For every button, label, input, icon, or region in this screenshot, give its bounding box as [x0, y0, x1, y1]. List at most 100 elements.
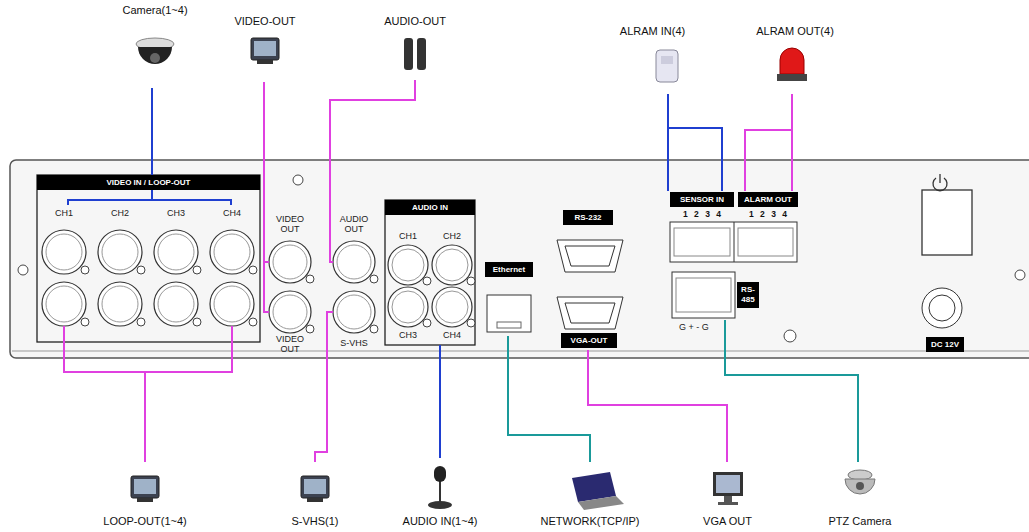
- microphone-icon: [428, 466, 452, 509]
- device-icon: PTZ Camera: [805, 462, 915, 530]
- laptop-icon: [578, 496, 624, 510]
- jack-label: S-VHS: [334, 338, 374, 349]
- cable: [508, 336, 590, 462]
- bnc-jack: [137, 266, 145, 274]
- bnc-jack: [436, 291, 468, 323]
- bnc-jack: [102, 234, 138, 270]
- bnc-jack: [46, 286, 82, 322]
- beacon-icon: [780, 48, 804, 74]
- terminal-block: [734, 222, 735, 262]
- bnc-jack: [370, 275, 378, 283]
- bnc-jack: [306, 325, 314, 333]
- cable: [588, 350, 727, 462]
- screw-hole: [293, 175, 303, 185]
- channel-label: CH4: [214, 208, 250, 219]
- bnc-jack: [158, 234, 194, 270]
- bnc-jack: [42, 230, 86, 274]
- bnc-jack: [467, 319, 475, 327]
- device-icon: LOOP-OUT(1~4): [90, 462, 200, 530]
- rear-panel: [10, 160, 1029, 358]
- terminal-block: [738, 228, 793, 256]
- cable: [151, 88, 153, 175]
- bnc-jack: [388, 287, 428, 327]
- channel-label: CH2: [102, 208, 138, 219]
- dsub-port: [557, 240, 623, 272]
- bnc-jack: [273, 295, 307, 329]
- microphone-icon: [434, 466, 446, 482]
- device-label: NETWORK(TCP/IP): [530, 514, 650, 528]
- cable: [668, 94, 722, 191]
- wire: [63, 326, 65, 342]
- channel-label: CH4: [438, 330, 466, 341]
- beacon-icon: [777, 48, 807, 81]
- device-label: PTZ Camera: [805, 514, 915, 528]
- port-section: VIDEO IN / LOOP-OUTCH1CH2CH3CH4: [37, 175, 260, 342]
- port-section: RS-232: [553, 206, 627, 276]
- ethernet-port: [497, 322, 521, 328]
- bnc-jack: [154, 282, 198, 326]
- beacon-icon: [777, 74, 807, 81]
- bnc-jack: [436, 249, 468, 281]
- device-icon: VGA OUT: [685, 462, 770, 530]
- ptz-camera-icon: [856, 482, 864, 490]
- device-label: ALRAM OUT(4): [750, 24, 840, 38]
- power-label: DC 12V: [926, 337, 964, 352]
- device-label: ALRAM IN(4): [610, 24, 695, 38]
- bnc-jack: [210, 282, 254, 326]
- port-section: SENSOR IN 1 2 3 4: [668, 191, 736, 264]
- ethernet-port: [487, 295, 531, 332]
- bnc-jack: [273, 245, 307, 279]
- bnc-jack: [423, 277, 431, 285]
- terminal-block: [670, 222, 797, 262]
- device-icon: NETWORK(TCP/IP): [530, 462, 650, 530]
- dome-camera-icon: [138, 47, 172, 64]
- pin-numbers: 1 2 3 4: [670, 209, 734, 220]
- dc-jack: [922, 288, 962, 328]
- bnc-jack: [137, 318, 145, 326]
- bnc-jack: [337, 245, 371, 279]
- bnc-jack: [81, 266, 89, 274]
- rear-panel: [385, 200, 475, 345]
- power-switch: [922, 190, 972, 255]
- bnc-jack: [46, 234, 82, 270]
- wire: [68, 200, 231, 205]
- bnc-jack: [193, 318, 201, 326]
- bnc-jack: [269, 291, 311, 333]
- port-label: VGA-OUT: [561, 333, 617, 348]
- bnc-jack: [214, 286, 250, 322]
- section-heading: VIDEO IN / LOOP-OUT: [37, 175, 260, 190]
- terminal-block: [676, 278, 731, 312]
- speaker-icon: [404, 38, 426, 70]
- terminal-block: [670, 222, 797, 318]
- dsub-port: [557, 297, 623, 329]
- port-label: SENSOR IN: [670, 192, 734, 207]
- channel-label: CH3: [394, 330, 422, 341]
- laptop-icon: [572, 472, 624, 510]
- bnc-jack: [98, 282, 142, 326]
- ethernet-port: [487, 295, 531, 332]
- monitor-icon: [251, 38, 279, 64]
- sensor-icon: [656, 50, 678, 82]
- port-section: ALARM OUT1 2 3 4: [736, 191, 800, 264]
- channel-label: CH2: [438, 231, 466, 242]
- monitor-icon: [301, 476, 329, 502]
- bnc-jack: [306, 275, 314, 283]
- lcd-monitor-icon: [724, 496, 732, 502]
- bnc-jack: [210, 230, 254, 274]
- terminal-pin-label: G + - G: [672, 322, 716, 333]
- bnc-jack: [392, 291, 424, 323]
- dc-jack: [929, 295, 955, 321]
- wire: [745, 130, 792, 191]
- wire: [667, 128, 669, 191]
- bnc-jack: [423, 319, 431, 327]
- sensor-icon: [656, 50, 678, 82]
- ptz-camera-icon: [845, 479, 875, 494]
- cable: [64, 342, 145, 462]
- device-icon: Camera(1~4): [95, 3, 215, 88]
- channel-label: CH1: [46, 208, 82, 219]
- port-section: Ethernet: [483, 258, 535, 336]
- device-icon: S-VHS(1): [270, 462, 360, 530]
- bnc-jack: [370, 325, 378, 333]
- monitor-icon: [131, 476, 159, 502]
- sensor-icon: [661, 56, 673, 64]
